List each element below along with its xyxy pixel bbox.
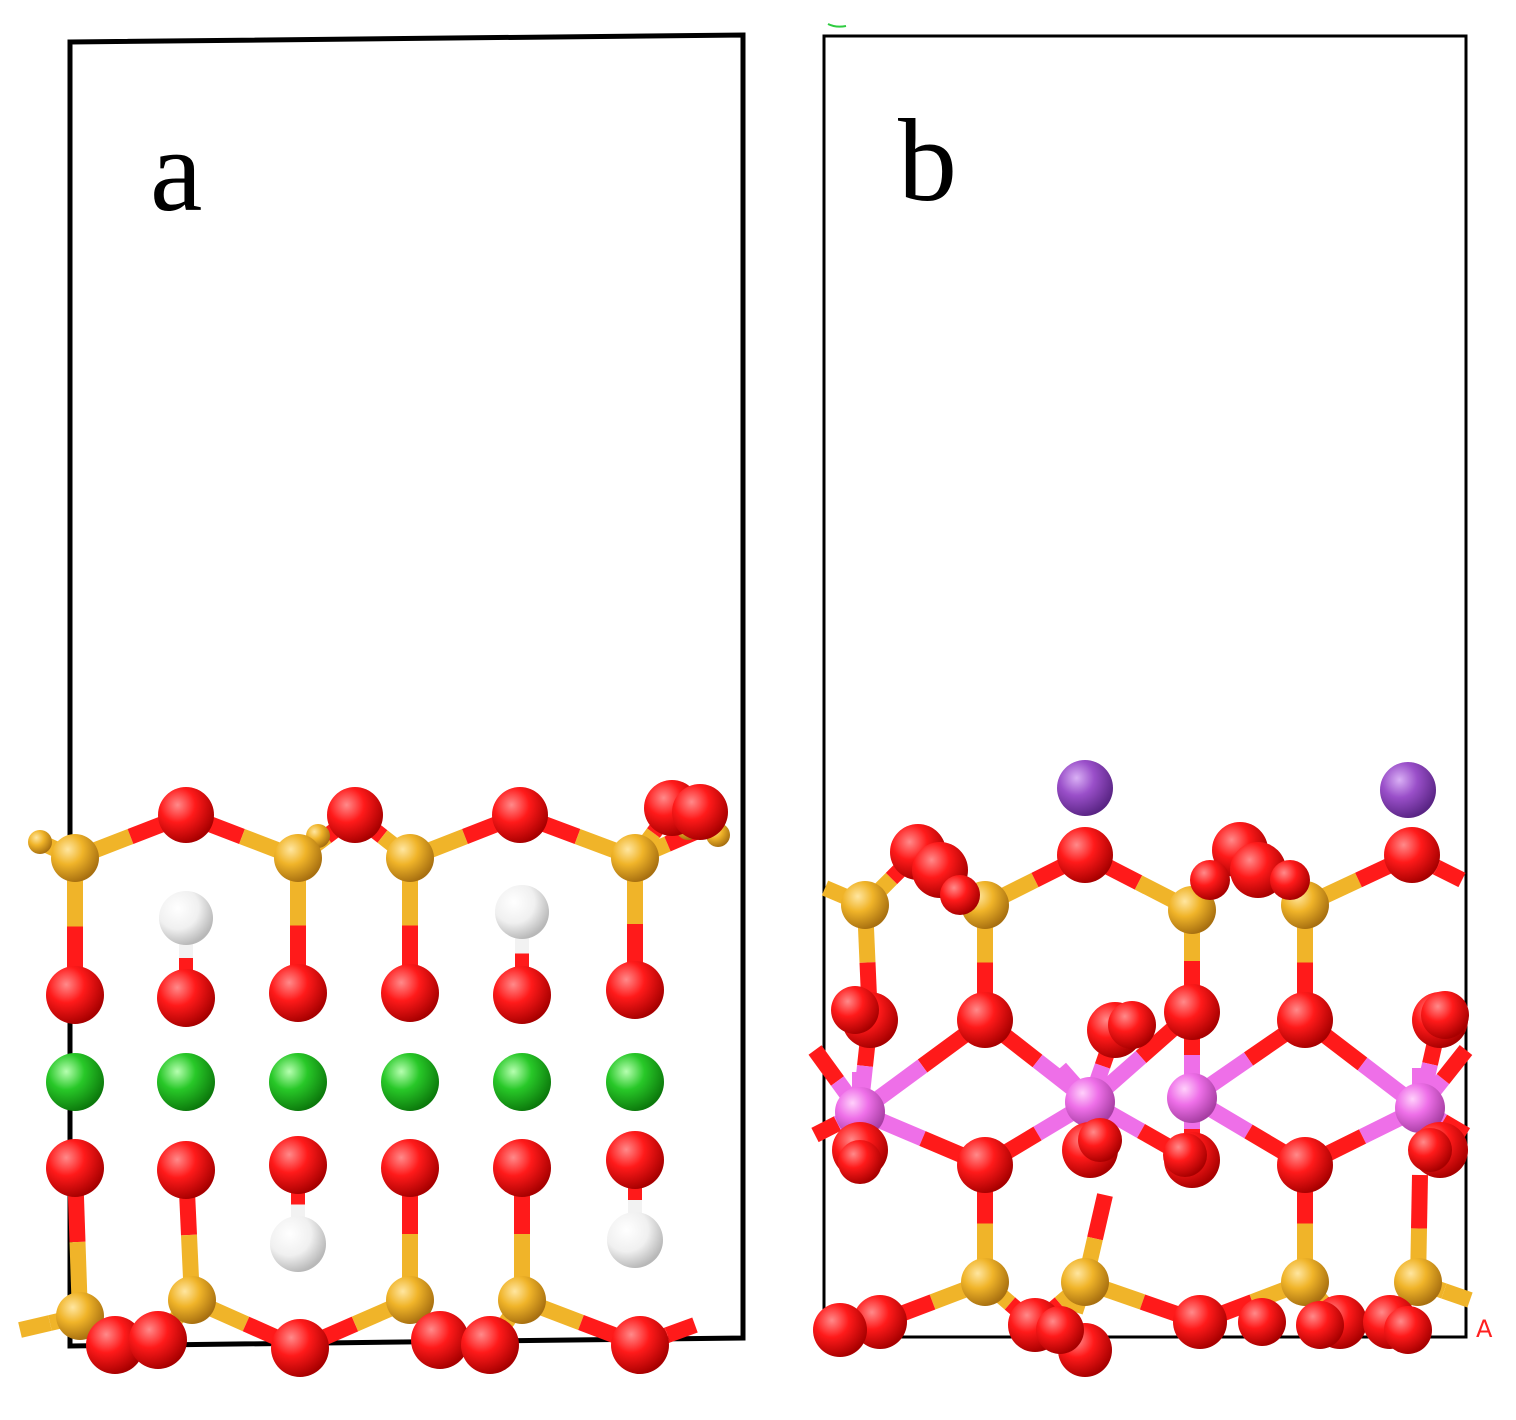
hydrogen-atom [159, 891, 213, 945]
calcium-atom [493, 1053, 551, 1111]
oxygen-atom [327, 787, 383, 843]
oxygen-atom [157, 1141, 215, 1199]
oxygen-atom [492, 787, 548, 843]
calcium-atom [381, 1053, 439, 1111]
silicon-atom [498, 1276, 546, 1324]
silicon-atom [1281, 1258, 1329, 1306]
oxygen-atom [957, 992, 1013, 1048]
oxygen-atom [46, 966, 104, 1024]
bond [1433, 860, 1466, 888]
oxygen-atom [1408, 1128, 1452, 1172]
metal-atom [1065, 1077, 1115, 1127]
panel-label-a: a [150, 105, 202, 236]
oxygen-atom [831, 986, 879, 1034]
oxygen-atom [1296, 1301, 1344, 1349]
atoms-b [813, 760, 1469, 1377]
panel-b: b A [808, 23, 1493, 1377]
oxygen-atom [1190, 860, 1230, 900]
oxygen-atom [1108, 1001, 1156, 1049]
oxygen-atom [1173, 1295, 1227, 1349]
axis-tick-mark [827, 23, 847, 28]
oxygen-atom [1164, 984, 1220, 1040]
silicon-atom [1394, 1258, 1442, 1306]
oxygen-atom [1384, 827, 1440, 883]
oxygen-atom [461, 1316, 519, 1374]
metal-atom [1395, 1083, 1445, 1133]
oxygen-atom [1277, 1137, 1333, 1193]
oxygen-atom [611, 1316, 669, 1374]
oxygen-atom [1057, 827, 1113, 883]
silicon-atom [168, 1276, 216, 1324]
panel-label-b: b [898, 95, 957, 226]
oxygen-atom [271, 1319, 329, 1377]
oxygen-atom [157, 969, 215, 1027]
bond [664, 1317, 698, 1343]
unit-cell-frame-b [822, 34, 1468, 1339]
silicon-atom [51, 834, 99, 882]
panel-a: a [18, 32, 746, 1377]
atoms-a [28, 780, 730, 1377]
oxygen-atom [493, 1139, 551, 1197]
oxygen-atom [1277, 992, 1333, 1048]
calcium-atom [269, 1053, 327, 1111]
oxygen-atom [493, 966, 551, 1024]
silicon-atom [841, 881, 889, 929]
oxygen-atom [269, 964, 327, 1022]
oxygen-atom [1078, 1118, 1122, 1162]
bond [1411, 1174, 1428, 1229]
hydrogen-atom [495, 885, 549, 939]
axis-label-a: A [1476, 1315, 1493, 1343]
oxygen-atom [1421, 991, 1469, 1039]
oxygen-atom [957, 1137, 1013, 1193]
bonds-a [18, 803, 704, 1356]
oxygen-atom [606, 961, 664, 1019]
bond [821, 880, 849, 904]
calcium-atom [606, 1053, 664, 1111]
oxygen-atom [1270, 860, 1310, 900]
potassium-atom [1057, 760, 1113, 816]
bond [18, 1315, 52, 1338]
silicon-atom [611, 834, 659, 882]
oxygen-atom [411, 1311, 469, 1369]
bond [1441, 1283, 1473, 1308]
oxygen-atom [838, 1140, 882, 1184]
hydrogen-atom [270, 1216, 326, 1272]
oxygen-atom [853, 1295, 907, 1349]
oxygen-atom [813, 1303, 867, 1357]
oxygen-atom [1238, 1298, 1286, 1346]
oxygen-atom [381, 1139, 439, 1197]
oxygen-atom [606, 1131, 664, 1189]
oxygen-atom [1163, 1133, 1207, 1177]
silicon-atom [1061, 1258, 1109, 1306]
calcium-atom [157, 1053, 215, 1111]
potassium-atom [1380, 762, 1436, 818]
hydrogen-atom [607, 1212, 663, 1268]
bond [1087, 1193, 1113, 1241]
bond [811, 1116, 842, 1143]
oxygen-atom [269, 1136, 327, 1194]
bond [808, 1045, 844, 1086]
metal-atom [835, 1087, 885, 1137]
silicon-atom [961, 1258, 1009, 1306]
metal-atom [1167, 1073, 1217, 1123]
bonds-b [808, 845, 1473, 1332]
silicon-atom [28, 830, 52, 854]
oxygen-atom [86, 1316, 144, 1374]
oxygen-atom [129, 1311, 187, 1369]
oxygen-atom [158, 787, 214, 843]
oxygen-atom [672, 784, 728, 840]
silicon-atom [274, 834, 322, 882]
bond [1054, 1062, 1081, 1091]
oxygen-atom [46, 1139, 104, 1197]
oxygen-atom [1384, 1306, 1432, 1354]
oxygen-atom [381, 964, 439, 1022]
bond [1436, 1045, 1473, 1084]
calcium-atom [46, 1053, 104, 1111]
silicon-atom [386, 834, 434, 882]
oxygen-atom [1036, 1306, 1084, 1354]
silicon-atom [386, 1276, 434, 1324]
oxygen-atom [940, 875, 980, 915]
